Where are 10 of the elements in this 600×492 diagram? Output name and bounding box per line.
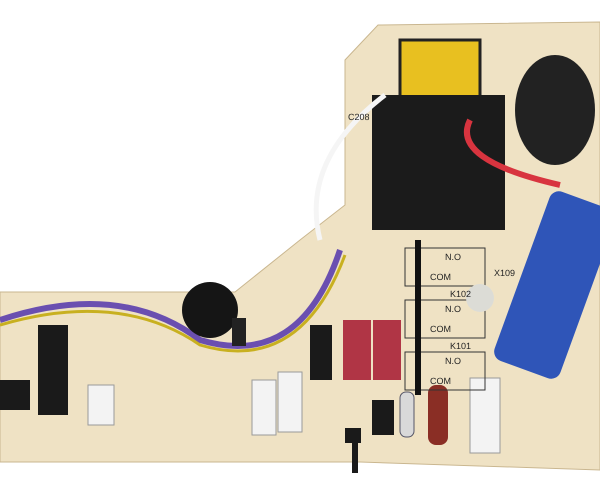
relay-contact-label: N.O bbox=[445, 252, 462, 262]
relay-contact-label: COM bbox=[430, 272, 451, 282]
relay-contact-label: N.O bbox=[445, 304, 462, 314]
component-label: C208 bbox=[348, 112, 370, 122]
relay-label: K102 bbox=[450, 289, 472, 299]
relay-label: K101 bbox=[450, 341, 472, 351]
relay-contact-label: COM bbox=[430, 324, 451, 334]
relay-contact-label: N.O bbox=[445, 356, 462, 366]
relay-contact-label: COM bbox=[430, 376, 451, 386]
component-label: X109 bbox=[494, 268, 516, 278]
